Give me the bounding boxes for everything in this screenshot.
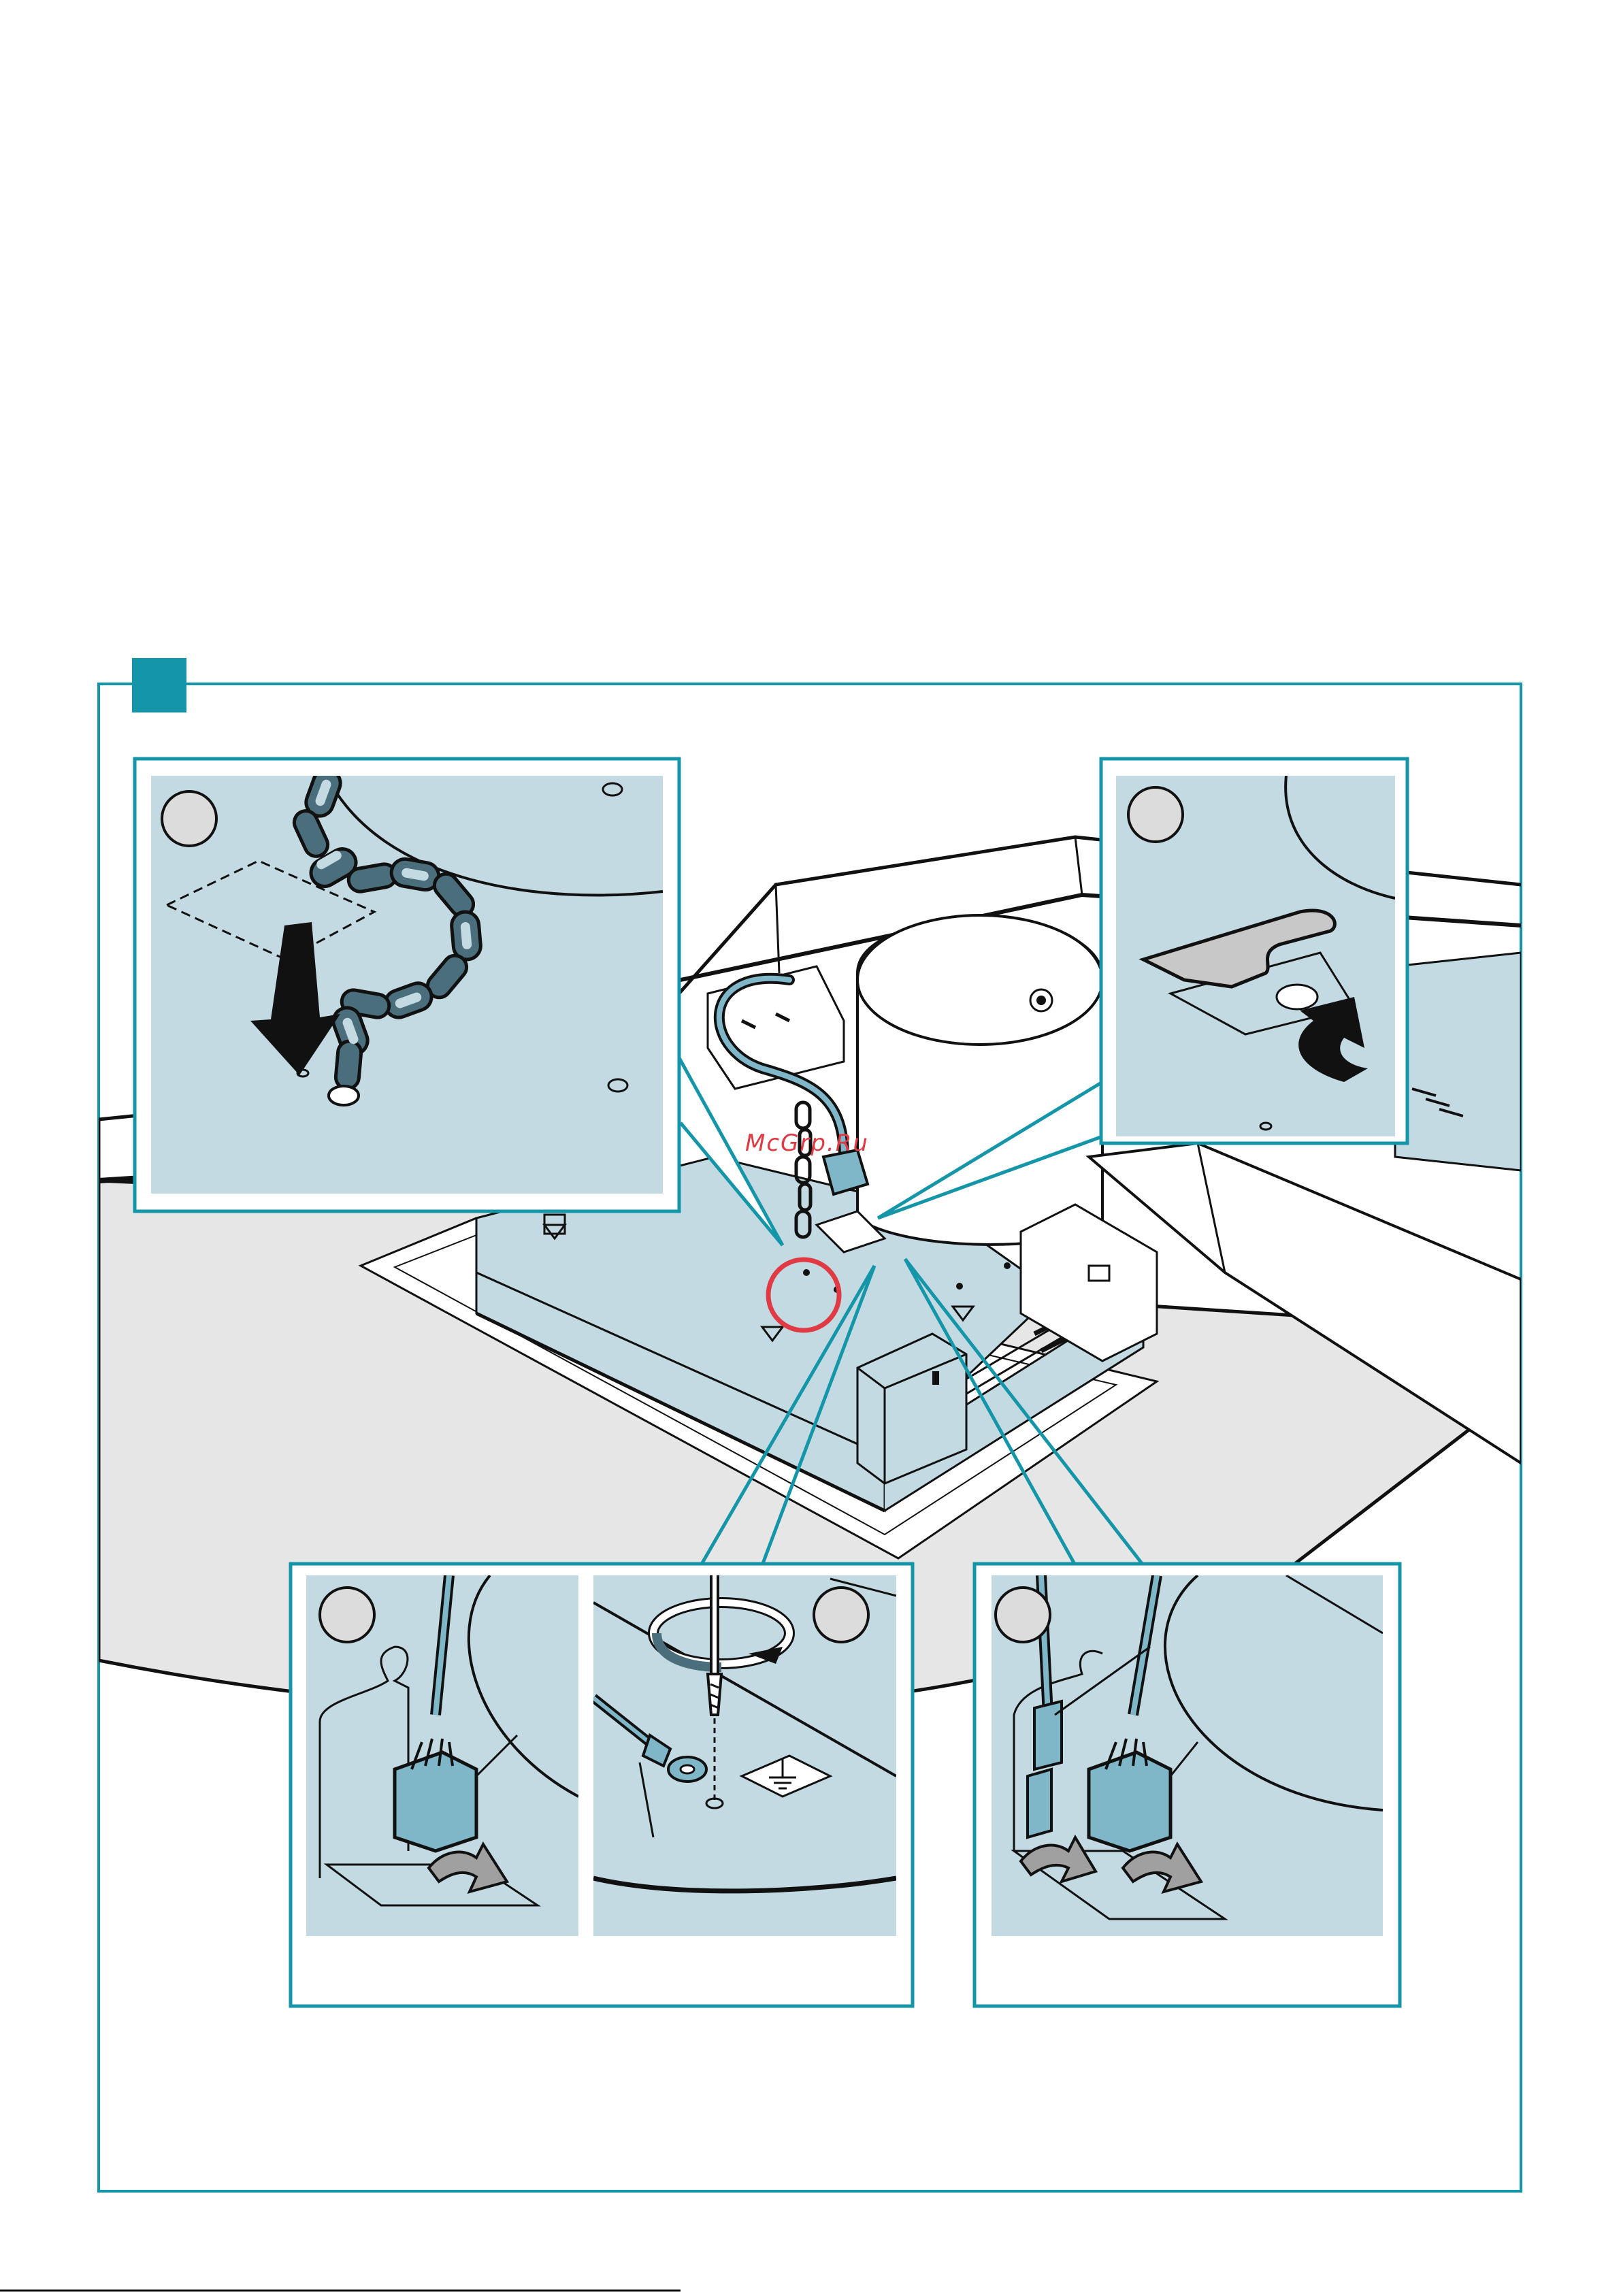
step-circle-4 xyxy=(814,1588,868,1642)
step-circle-5 xyxy=(996,1588,1050,1642)
chain-detail-panel xyxy=(135,759,679,1211)
connector-icon xyxy=(1089,1752,1170,1851)
connector-and-ground-panel xyxy=(291,1564,913,2006)
connector-icon xyxy=(395,1752,476,1851)
double-connector-detail-panel xyxy=(975,1564,1400,2006)
step-circle-2 xyxy=(1128,787,1183,842)
step-circle-1 xyxy=(162,791,216,846)
cover-plate-detail-panel xyxy=(1101,759,1407,1143)
step-circle-3 xyxy=(320,1588,374,1642)
watermark-text: McGrp.Ru xyxy=(745,1130,869,1157)
